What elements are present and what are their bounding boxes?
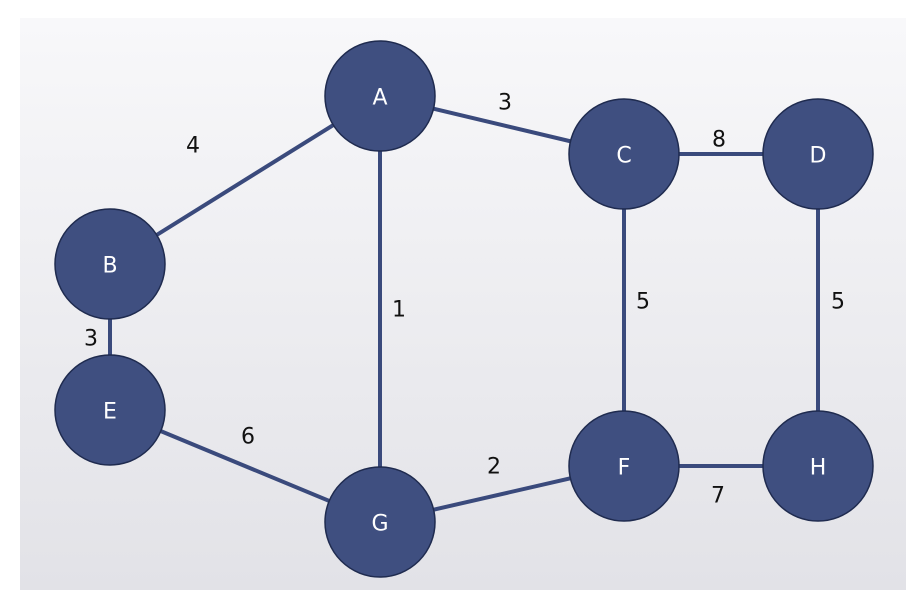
edge-weight-e-g: 6 (241, 425, 255, 450)
node-circle-h (762, 410, 874, 522)
node-label-e: E (103, 400, 117, 425)
diagram-background (20, 18, 906, 590)
weights-layer: 4 3 1 3 6 2 8 5 5 7 (84, 91, 845, 509)
node-circle-b (54, 208, 166, 320)
edge-weight-c-f: 5 (636, 290, 650, 315)
node-c: C (568, 98, 680, 210)
nodes-layer: A B C D E F G H (54, 40, 874, 578)
edge-weight-a-c: 3 (498, 91, 512, 116)
node-circle-e (54, 354, 166, 466)
node-label-d: D (810, 144, 827, 169)
edge-weight-c-d: 8 (712, 128, 726, 153)
node-label-g: G (371, 512, 388, 537)
node-circle-c (568, 98, 680, 210)
node-circle-g (324, 466, 436, 578)
edge-weight-b-e: 3 (84, 327, 98, 352)
edge-weight-a-b: 4 (186, 134, 200, 159)
node-circle-f (568, 410, 680, 522)
node-label-h: H (810, 456, 827, 481)
node-d: D (762, 98, 874, 210)
edge-weight-f-h: 7 (711, 484, 725, 509)
node-g: G (324, 466, 436, 578)
node-f: F (568, 410, 680, 522)
node-label-c: C (616, 144, 631, 169)
node-circle-a (324, 40, 436, 152)
node-b: B (54, 208, 166, 320)
node-circle-d (762, 98, 874, 210)
node-e: E (54, 354, 166, 466)
edge-weight-g-f: 2 (487, 455, 501, 480)
edge-weight-d-h: 5 (831, 290, 845, 315)
edge-weight-a-g: 1 (392, 298, 406, 323)
node-a: A (324, 40, 436, 152)
node-label-b: B (102, 254, 117, 279)
node-h: H (762, 410, 874, 522)
node-label-f: F (618, 456, 631, 481)
node-label-a: A (372, 86, 387, 111)
